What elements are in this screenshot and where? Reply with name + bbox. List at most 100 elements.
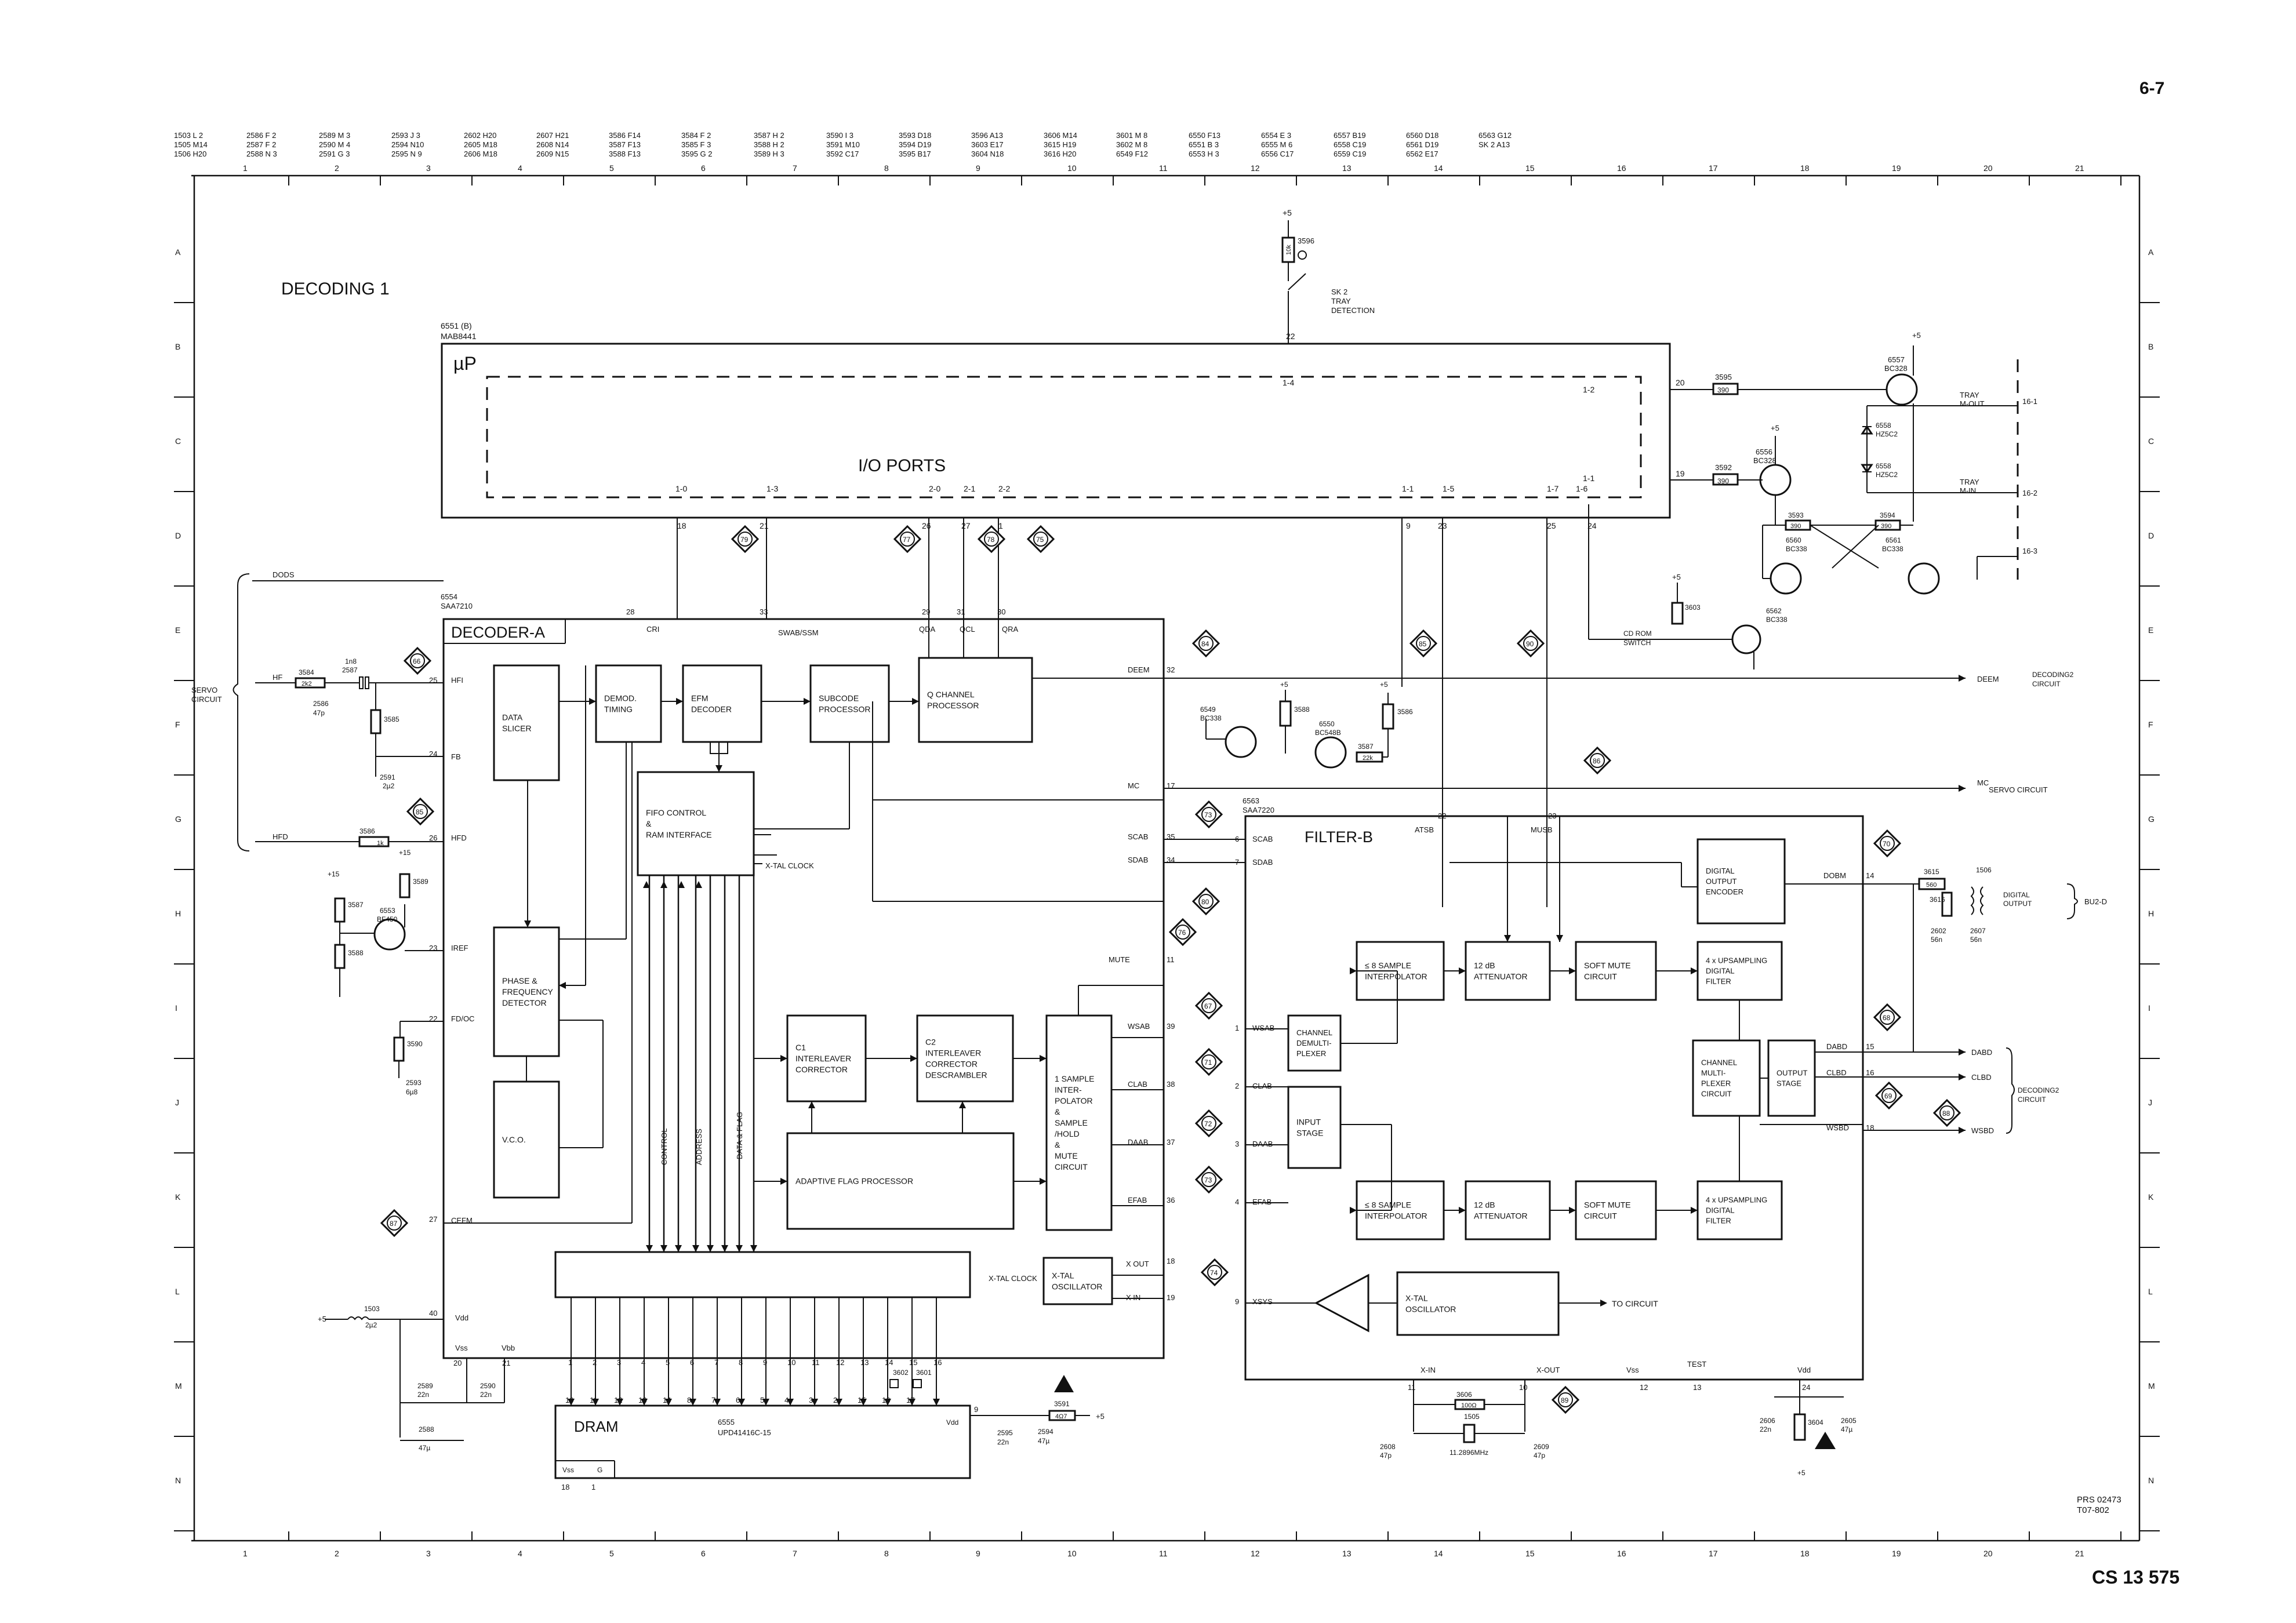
row-letter: M	[2148, 1381, 2155, 1391]
marker-diamond	[1168, 918, 1197, 947]
ref-cell: 3587 F13	[609, 140, 641, 149]
marker-number: 85	[1419, 640, 1427, 648]
svg-text:18: 18	[561, 1483, 569, 1491]
decoder-signal: CEFM	[451, 1216, 473, 1225]
arrow	[1459, 967, 1466, 974]
up-label: µP	[453, 353, 477, 374]
phase-frequency-detector-block-text: FREQUENCY	[502, 987, 554, 996]
decoder-signal: DAAB	[1128, 1138, 1148, 1147]
col-number: 12	[1251, 163, 1260, 173]
input-stage-block-text: INPUT	[1296, 1117, 1321, 1126]
filter-pin: 2	[1235, 1082, 1239, 1090]
ref-cell: 6551 B 3	[1189, 140, 1219, 149]
marker-circle	[1175, 925, 1190, 940]
label: DABD	[1971, 1048, 1992, 1057]
dram-pin: 5	[760, 1396, 764, 1404]
label: 3589	[413, 878, 428, 886]
label: 100Ω	[1461, 1402, 1477, 1409]
svg-text:16-3: 16-3	[2022, 547, 2037, 555]
up-ref: 6551 (B)	[441, 321, 472, 330]
col-number: 8	[884, 163, 889, 173]
decoder-signal: WSAB	[1128, 1022, 1150, 1031]
demod-timing-block-text: DEMOD.	[604, 693, 637, 703]
decoder-pin: 29	[922, 607, 930, 616]
marker-circle	[1939, 1105, 1954, 1120]
row-letter: A	[2148, 248, 2154, 257]
arrow	[707, 1245, 714, 1252]
marker-number: 79	[740, 536, 749, 544]
decoder-signal: HFI	[451, 676, 463, 685]
demod-timing-block	[595, 664, 662, 743]
c1-corrector-block-text: CORRECTOR	[795, 1065, 848, 1074]
xtal-clock-label: X-TAL CLOCK	[765, 861, 814, 870]
ref-cell: 3602 M 8	[1116, 140, 1147, 149]
hf-label: HF	[273, 673, 282, 682]
r3616	[1941, 891, 1953, 917]
arrow	[804, 698, 811, 705]
interpolator-block-text: &	[1055, 1140, 1060, 1149]
marker-85: 85	[406, 797, 435, 826]
row-letter: J	[2148, 1098, 2152, 1107]
arrow	[780, 1178, 787, 1185]
decoder-chip	[442, 618, 1165, 1359]
marker-77: 77	[893, 525, 922, 554]
pin-number: 9	[1406, 521, 1411, 530]
marker-diamond	[1026, 525, 1055, 554]
label: 6549	[1200, 705, 1216, 714]
ups1-block-text: 4 x UPSAMPLING	[1706, 956, 1767, 965]
fifo-control-block-text: RAM INTERFACE	[646, 830, 712, 839]
label: +15	[399, 849, 411, 857]
col-number: 16	[1617, 1549, 1626, 1558]
marker-diamond	[1200, 1258, 1229, 1287]
up-io-box	[486, 376, 1642, 498]
ups1-block-text: FILTER	[1706, 977, 1731, 986]
r3603	[1671, 602, 1684, 625]
filter-label: FILTER-B	[1305, 828, 1373, 846]
dram-pin: 12	[614, 1396, 622, 1404]
svg-text:16-2: 16-2	[2022, 489, 2037, 497]
svg-text:6560: 6560	[1786, 536, 1801, 544]
filter-signal: DAAB	[1252, 1140, 1273, 1148]
q6550	[1314, 736, 1347, 769]
marker-number: 89	[1561, 1396, 1569, 1404]
label: 22n	[417, 1391, 429, 1399]
svg-text:3594: 3594	[1880, 511, 1895, 519]
xtal-oscillator-decoder-block-text: OSCILLATOR	[1052, 1282, 1102, 1291]
col-number: 2	[335, 163, 339, 173]
arrow	[1556, 935, 1563, 942]
decoder-signal: IREF	[451, 944, 468, 952]
ref-cell: 2602 H20	[464, 131, 496, 140]
decoder-signal: SCAB	[1128, 832, 1148, 841]
ref-cell: 6555 M 6	[1261, 140, 1292, 149]
pin-number: 27	[961, 521, 971, 530]
svg-text:BC338: BC338	[1786, 545, 1807, 553]
row-letter: N	[175, 1476, 181, 1485]
filter-signal: WSBD	[1826, 1123, 1849, 1132]
marker-80: 80	[1191, 887, 1220, 916]
svg-text:6554: 6554	[441, 592, 457, 601]
up-type: MAB8441	[441, 332, 477, 341]
col-number: 17	[1709, 1549, 1718, 1558]
interp2-block-text: INTERPOLATOR	[1365, 1211, 1427, 1220]
filter-pin: 23	[1548, 812, 1556, 820]
marker-diamond	[1874, 1081, 1903, 1110]
marker-69: 69	[1874, 1081, 1903, 1110]
svg-text:BC338: BC338	[1882, 545, 1903, 553]
filter-pin: 6	[1235, 835, 1239, 843]
marker-number: 76	[1178, 929, 1186, 937]
filter-signal: EFAB	[1252, 1198, 1271, 1206]
att2-block	[1465, 1180, 1551, 1240]
arrow	[1040, 1055, 1047, 1062]
marker-diamond	[977, 525, 1006, 554]
label: BF450	[377, 915, 398, 923]
label: 47µ	[1841, 1425, 1852, 1433]
decoder-pin: 30	[997, 607, 1005, 616]
filter-pin: 9	[1235, 1297, 1239, 1306]
label: CIRCUIT	[2018, 1096, 2046, 1104]
svg-text:390: 390	[1717, 477, 1729, 485]
svg-text:TRAY: TRAY	[1331, 297, 1351, 305]
label: 1506	[1976, 866, 1992, 874]
label: 2589	[417, 1382, 433, 1390]
